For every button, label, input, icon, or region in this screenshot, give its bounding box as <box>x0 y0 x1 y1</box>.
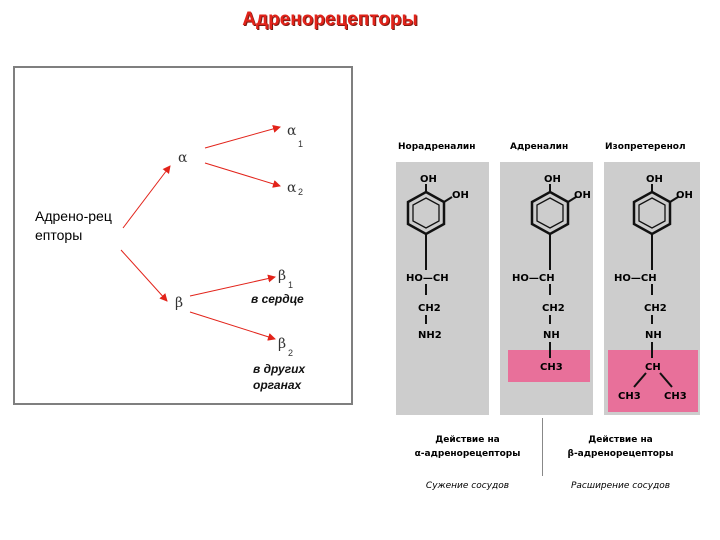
beta1-subscript: 1 <box>288 280 294 290</box>
oh-top: OH <box>544 174 561 185</box>
arrow-beta-to-beta2 <box>189 311 276 341</box>
header-isoproterenol: Изопретеренол <box>605 142 686 152</box>
slide-title: Адренорецепторы <box>242 9 418 30</box>
tree-arrows <box>120 125 281 341</box>
oh-side: OH <box>676 190 693 201</box>
action-alpha-line2: α-адренорецепторы <box>414 449 521 459</box>
alpha2-subscript: 2 <box>298 187 304 197</box>
arrow-root-to-alpha <box>122 165 171 229</box>
beta2-node: β <box>278 336 287 352</box>
structure-adrenaline: OH OH HO—CH CH2 NH CH3 <box>508 174 591 382</box>
alpha1-subscript: 1 <box>298 139 304 149</box>
amine: NH <box>645 330 662 341</box>
hydroxyl-carbon: HO—CH <box>614 273 657 284</box>
arrow-root-to-beta <box>120 249 168 302</box>
action-alpha-line1: Действие на <box>435 435 500 445</box>
root-label-adrenoreceptors: Адрено-рец епторы <box>35 208 112 243</box>
alpha2-node: α <box>287 180 297 196</box>
methylene: CH2 <box>644 303 667 314</box>
receptor-tree-panel: Адрено-рец епторы α α 1 α 2 β β 1 в серд… <box>13 66 353 405</box>
methyl-group-right: CH3 <box>664 391 687 402</box>
beta1-node: β <box>278 268 287 284</box>
methine-group: CH <box>645 362 661 373</box>
action-beta-line2: β-адренорецепторы <box>567 449 674 459</box>
arrow-alpha-to-alpha2 <box>204 162 281 188</box>
amine: NH <box>543 330 560 341</box>
structure-noradrenaline: OH OH HO—CH CH2 NH2 <box>406 174 469 341</box>
molecule-panel-adrenaline: OH OH HO—CH CH2 NH CH3 <box>500 162 593 415</box>
header-adrenaline: Адреналин <box>510 142 569 152</box>
beta-node: β <box>175 295 184 311</box>
structure-isoproterenol: OH OH HO—CH CH2 NH CH CH3 CH3 <box>608 174 698 412</box>
methylene: CH2 <box>542 303 565 314</box>
divider-line <box>542 418 543 476</box>
oh-top: OH <box>420 174 437 185</box>
beta2-subscript: 2 <box>288 348 294 358</box>
oh-side: OH <box>452 190 469 201</box>
oh-top: OH <box>646 174 663 185</box>
methyl-group: CH3 <box>540 362 563 373</box>
hydroxyl-carbon: HO—CH <box>406 273 449 284</box>
methyl-group-left: CH3 <box>618 391 641 402</box>
molecule-panel-isoproterenol: OH OH HO—CH CH2 NH CH CH3 CH3 <box>604 162 700 415</box>
highlight-isoproterenol <box>608 350 698 412</box>
arrow-alpha-to-alpha1 <box>204 125 281 149</box>
effect-vasoconstriction: Сужение сосудов <box>425 481 510 491</box>
oh-side: OH <box>574 190 591 201</box>
action-beta: Действие на β-адренорецепторы <box>553 433 688 461</box>
action-beta-line1: Действие на <box>588 435 653 445</box>
arrow-beta-to-beta1 <box>189 274 276 297</box>
beta1-location-note: в сердце <box>251 292 304 306</box>
hydroxyl-carbon: HO—CH <box>512 273 555 284</box>
alpha-node: α <box>178 150 188 166</box>
header-noradrenaline: Норадреналин <box>398 142 476 152</box>
molecule-panel-noradrenaline: OH OH HO—CH CH2 NH2 <box>396 162 489 415</box>
beta2-location-note: в других органах <box>253 362 306 392</box>
amine: NH2 <box>418 330 442 341</box>
methylene: CH2 <box>418 303 441 314</box>
effect-vasodilation: Расширение сосудов <box>570 481 671 491</box>
alpha1-node: α <box>287 123 297 139</box>
action-alpha: Действие на α-адренорецепторы <box>400 433 535 461</box>
